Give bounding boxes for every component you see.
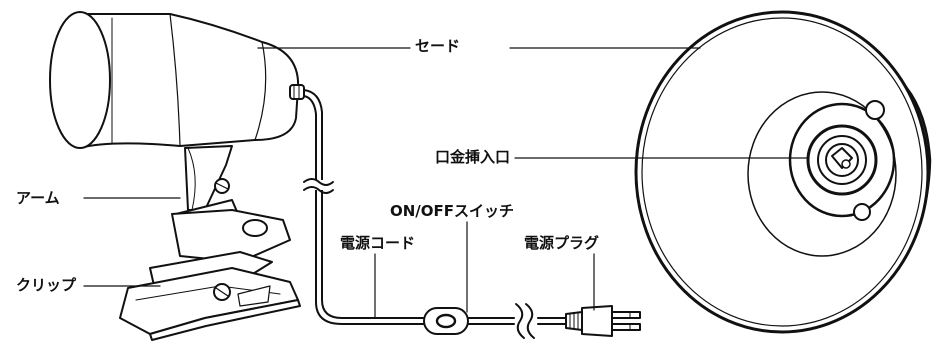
label-power-cord: 電源コード [338,234,418,252]
leader-lines [83,47,809,319]
label-shade: セード [413,37,463,55]
label-switch: ON/OFFスイッチ [388,202,517,220]
label-clip: クリップ [14,276,79,294]
clip-drawing [119,209,301,341]
label-power-plug: 電源プラグ [522,234,602,252]
power-cord-drawing [301,89,641,339]
cord-grommet [289,84,305,100]
label-arm: アーム [14,189,62,207]
label-socket: 口金挿入口 [433,148,513,166]
lamp-shade-left [49,11,300,149]
lamp-shade-right [634,10,932,334]
